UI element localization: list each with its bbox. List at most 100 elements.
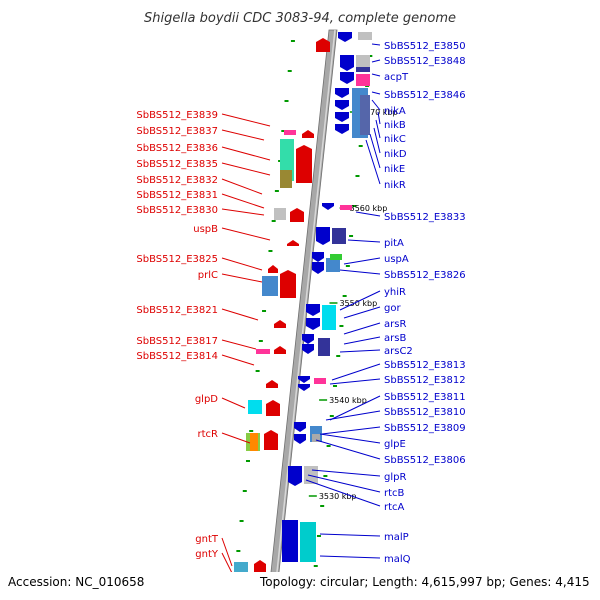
tick-mark — [333, 385, 338, 387]
gene-arrow — [288, 466, 302, 486]
gene-block — [360, 95, 370, 135]
gene-label-left: SbBS512_E3814 — [136, 351, 218, 362]
tick-mark — [349, 235, 354, 237]
gene-arrow — [306, 304, 320, 316]
gene-arrow — [296, 145, 312, 183]
leader-line — [373, 127, 381, 154]
tick-mark — [284, 100, 289, 102]
tick-mark — [352, 205, 357, 207]
gene-label-right: glpR — [384, 472, 406, 483]
tick-mark — [368, 55, 373, 57]
gene-block — [274, 208, 286, 220]
gene-label-right: gor — [384, 303, 401, 314]
gene-block — [356, 74, 370, 86]
gene-arrow — [280, 270, 296, 298]
gene-arrow — [338, 32, 352, 42]
gene-arrow — [302, 334, 314, 344]
gene-label-right: arsC2 — [384, 346, 413, 357]
tick-mark — [239, 520, 244, 522]
gene-label-right: nikC — [384, 134, 406, 145]
gene-label-left: SbBS512_E3830 — [136, 205, 218, 216]
tick-mark — [339, 325, 344, 327]
leader-line — [343, 336, 381, 345]
leader-line — [339, 290, 381, 311]
gene-block — [356, 55, 370, 69]
map-title: Shigella boydii CDC 3083-94, complete ge… — [144, 11, 456, 26]
gene-features — [234, 32, 372, 572]
gene-arrow — [316, 38, 330, 52]
tick-mark — [271, 220, 276, 222]
gene-block — [262, 276, 278, 296]
gene-arrow — [294, 422, 306, 432]
ruler-label: 3570 kbp — [360, 108, 398, 117]
gene-block — [356, 67, 370, 72]
gene-label-right: SbBS512_E3809 — [384, 423, 466, 434]
tick-mark — [313, 565, 318, 567]
leader-line — [343, 257, 381, 265]
tick-mark — [258, 340, 263, 342]
gene-label-right: SbBS512_E3810 — [384, 407, 466, 418]
gene-label-right: malP — [384, 532, 409, 543]
gene-label-right: pitA — [384, 238, 404, 249]
leader-line — [371, 59, 381, 63]
gene-label-right: nikE — [384, 164, 405, 175]
gene-block — [250, 433, 258, 451]
leader-line — [221, 308, 259, 321]
gene-label-left: glpD — [195, 394, 218, 405]
leader-line — [347, 239, 381, 243]
gene-label-right: glpE — [384, 439, 406, 450]
leader-line — [305, 479, 381, 507]
gene-label-right: SbBS512_E3833 — [384, 212, 466, 223]
gene-label-left: SbBS512_E3832 — [136, 175, 218, 186]
gene-arrow — [335, 100, 349, 110]
gene-label-right: acpT — [384, 72, 409, 83]
genome-summary-text: Topology: circular; Length: 4,615,997 bp… — [259, 575, 590, 589]
gene-label-right: SbBS512_E3846 — [384, 90, 466, 101]
gene-arrow — [274, 320, 286, 328]
leader-line — [369, 133, 381, 169]
leader-line — [311, 469, 381, 477]
leader-line — [315, 439, 381, 460]
leader-line — [319, 433, 381, 444]
gene-arrow — [290, 208, 304, 222]
gene-arrow — [302, 130, 314, 138]
gene-arrow — [268, 265, 278, 273]
right-strand-labels: SbBS512_E3850SbBS512_E3848acpTSbBS512_E3… — [305, 41, 466, 565]
gene-label-right: SbBS512_E3850 — [384, 41, 466, 52]
gene-label-left: SbBS512_E3835 — [136, 159, 218, 170]
tick-mark — [262, 310, 267, 312]
footer-background — [0, 572, 600, 600]
leader-line — [329, 378, 381, 385]
tick-mark — [342, 295, 347, 297]
leader-line — [221, 273, 263, 283]
gene-arrow — [312, 252, 324, 262]
tick-mark — [242, 490, 247, 492]
leader-line — [221, 432, 251, 444]
tick-mark — [274, 190, 279, 192]
gene-arrow — [335, 124, 349, 134]
gene-block — [318, 338, 330, 356]
leader-line — [221, 162, 271, 176]
gene-arrow — [298, 384, 310, 391]
gene-block — [248, 400, 262, 414]
gene-block — [312, 434, 320, 442]
leader-line — [371, 91, 381, 95]
gene-block — [282, 520, 298, 562]
leader-line — [331, 363, 381, 381]
leader-line — [221, 113, 271, 127]
gene-label-right: nikA — [384, 106, 406, 117]
gene-block — [314, 378, 326, 384]
gene-block — [358, 32, 372, 40]
gene-block — [280, 170, 292, 188]
gene-label-left: SbBS512_E3817 — [136, 336, 218, 347]
leader-line — [221, 552, 233, 574]
leader-line — [221, 354, 255, 366]
gene-label-left: SbBS512_E3839 — [136, 110, 218, 121]
gene-block — [234, 562, 248, 572]
gene-label-left: gntT — [195, 534, 219, 545]
leader-line — [325, 410, 381, 421]
ruler-label: 3540 kbp — [329, 396, 367, 405]
tick-mark — [323, 475, 328, 477]
gene-block — [256, 349, 270, 354]
